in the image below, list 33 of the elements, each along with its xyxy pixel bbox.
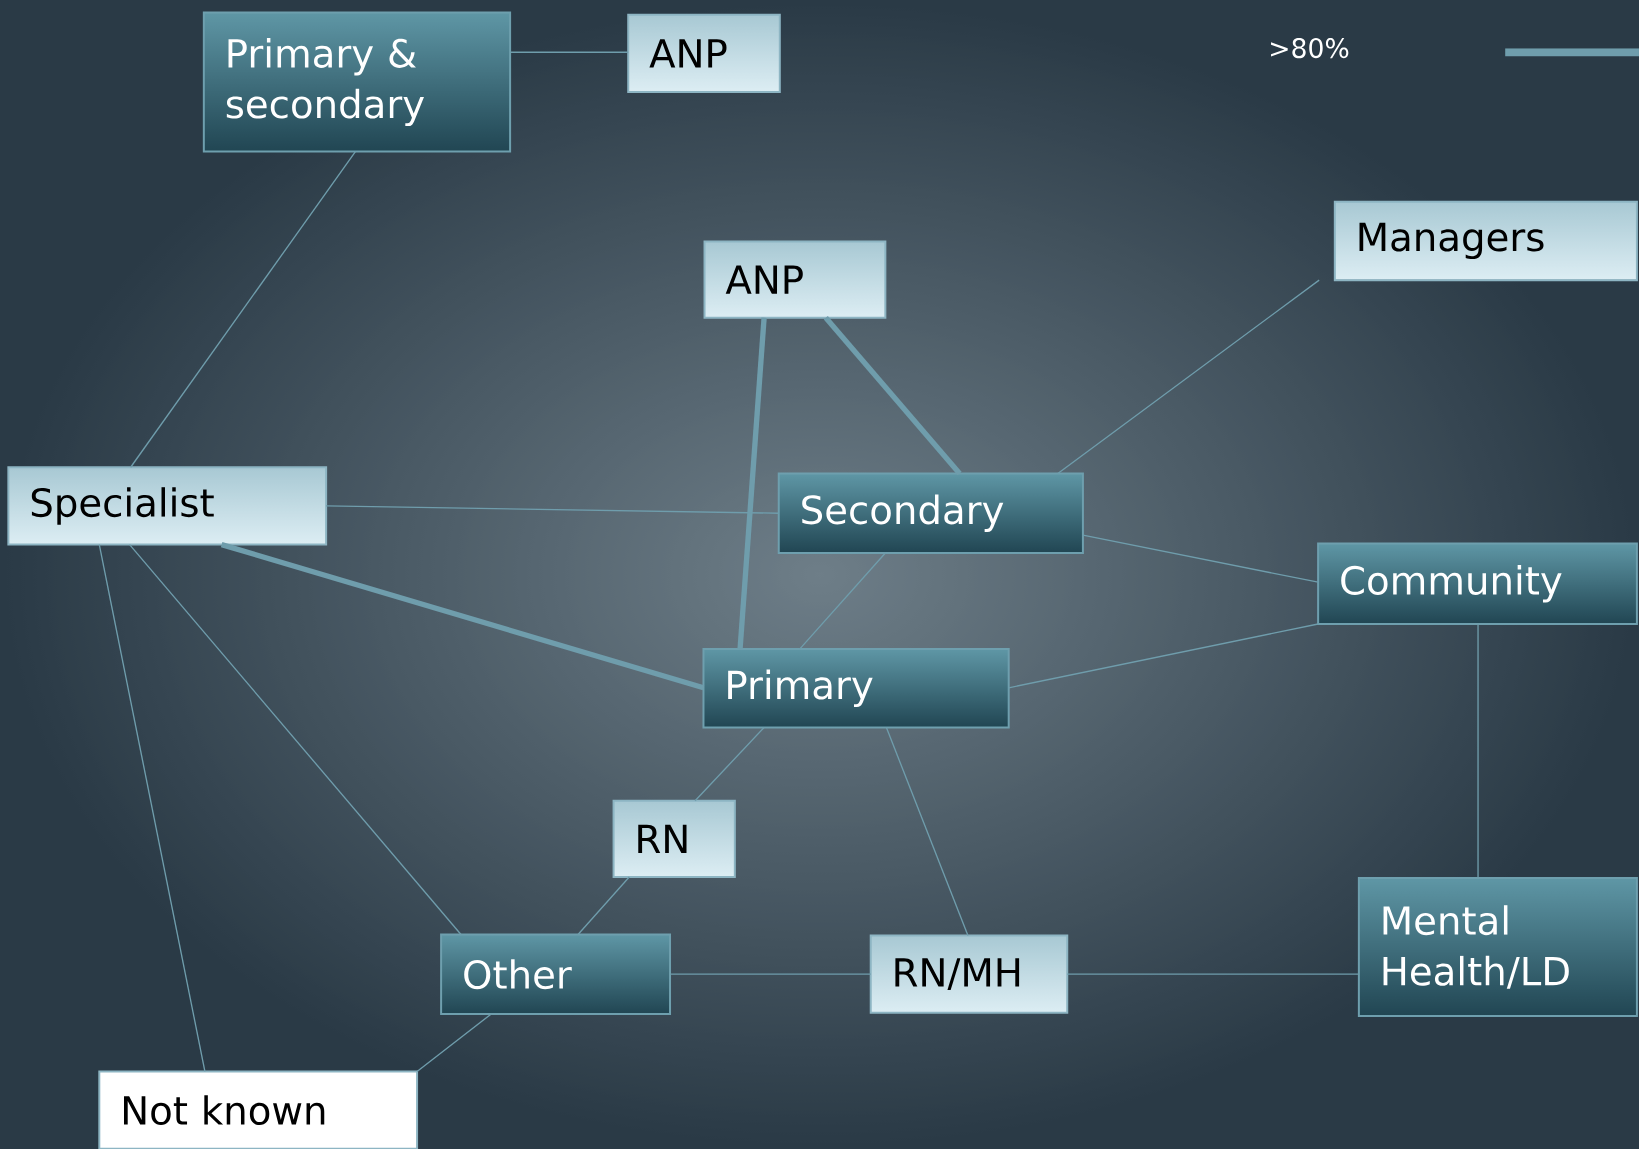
connector-line [669, 973, 872, 975]
connector-line [1057, 279, 1320, 475]
box: Community [1317, 542, 1638, 626]
connector-line [509, 51, 629, 53]
box: RN/MH [869, 934, 1069, 1014]
connector-line [325, 505, 780, 514]
connector-line [98, 543, 206, 1073]
box: Primary [702, 648, 1010, 729]
connector-line [737, 317, 767, 650]
connector-line [1066, 973, 1360, 975]
connector-line [130, 150, 357, 468]
connector-line [823, 316, 962, 476]
box: Not known [98, 1070, 419, 1149]
box: Mental Health/LD [1357, 877, 1638, 1017]
box: ANP [627, 13, 781, 93]
box: Specialist [7, 466, 328, 546]
connector-line [128, 543, 462, 936]
box: Managers [1333, 200, 1638, 282]
connector-line [1082, 534, 1319, 583]
box: Secondary [777, 472, 1084, 554]
connector-line [1008, 623, 1319, 689]
legend-label: >80% [1271, 38, 1349, 59]
connector-line [885, 726, 969, 937]
connector-line [416, 1013, 492, 1073]
box: Other [440, 933, 672, 1015]
connector-line [220, 542, 705, 691]
box: Primary & secondary [202, 11, 512, 153]
connector-line [1477, 623, 1479, 879]
connector-line [577, 876, 630, 936]
connector-line [694, 726, 765, 802]
box: ANP [703, 240, 887, 319]
connector-line [799, 552, 887, 650]
box: RN [612, 799, 736, 878]
